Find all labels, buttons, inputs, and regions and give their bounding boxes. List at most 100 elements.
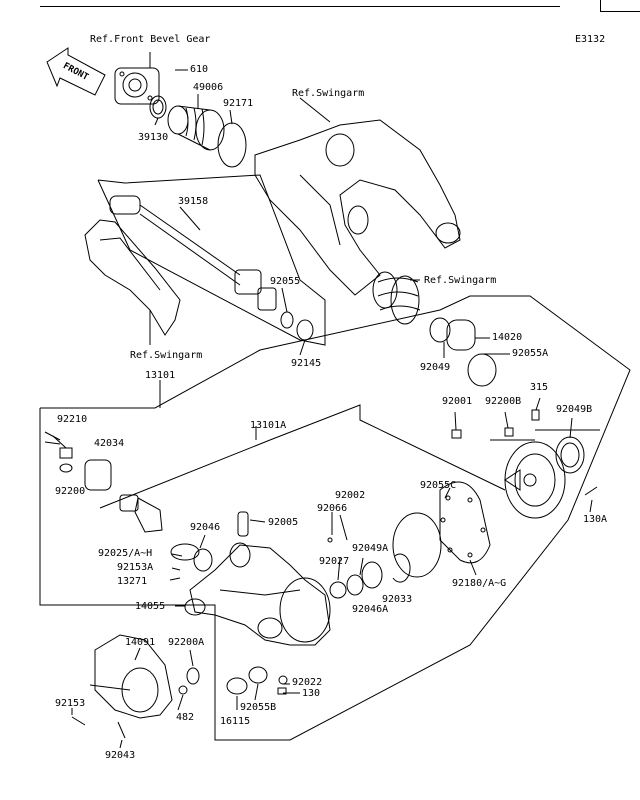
label-39130: 39130 (138, 132, 169, 143)
label-130: 130 (302, 688, 321, 699)
sleeve-14020 (446, 319, 476, 351)
ring-92049A (346, 574, 364, 596)
label-13101: 13101 (145, 370, 176, 381)
label-92171: 92171 (223, 98, 254, 109)
label-610: 610 (190, 64, 209, 75)
label-92153: 92153 (55, 698, 86, 709)
diagram-code: E3132 (575, 34, 606, 45)
header-box (600, 0, 640, 12)
final-gear-case (189, 542, 331, 646)
label-39158: 39158 (178, 196, 209, 207)
oring-92055C (392, 512, 442, 578)
oring-92046 (170, 543, 200, 561)
bolt-130A (584, 486, 598, 496)
plug-16115 (226, 677, 248, 695)
group-frame-13101 (39, 295, 631, 741)
oring-92055B (248, 666, 268, 684)
bearing-92046A (361, 561, 383, 589)
label-92066: 92066 (317, 503, 348, 514)
bolt-92001 (451, 429, 462, 439)
ring-92055 (280, 311, 294, 329)
washer-92022 (278, 675, 288, 685)
cover-14091 (89, 634, 173, 719)
front-arrow-icon (46, 47, 106, 96)
label-482: 482 (176, 712, 195, 723)
ref-swingarm-boot: Ref.Swingarm (424, 275, 497, 286)
group-frame-13101A (99, 404, 506, 509)
label-92210: 92210 (57, 414, 88, 425)
ring-gear (504, 441, 566, 519)
label-16115: 16115 (220, 716, 251, 727)
ref-swingarm-left: Ref.Swingarm (130, 350, 203, 361)
label-92180: 92180/A~G (452, 578, 507, 589)
pinion-gear (119, 494, 163, 533)
label-92049A: 92049A (352, 543, 389, 554)
washer-92200 (59, 463, 73, 473)
label-14055: 14055 (135, 601, 166, 612)
label-92046A: 92046A (352, 604, 389, 615)
plug-482 (178, 685, 188, 695)
dot-92066 (327, 537, 333, 543)
label-92055B: 92055B (240, 702, 277, 713)
pin-92005 (237, 511, 249, 537)
bolt-92153 (71, 716, 86, 726)
label-92055: 92055 (270, 276, 301, 287)
stud-92002 (339, 514, 348, 541)
label-92025: 92025/A~H (98, 548, 153, 559)
label-92022: 92022 (292, 677, 323, 688)
label-92200B: 92200B (485, 396, 522, 407)
ring-92049B (555, 436, 585, 474)
ring-39130 (149, 95, 167, 119)
cap-92027 (329, 581, 347, 599)
washer-92200A (186, 667, 200, 685)
label-49006: 49006 (193, 82, 224, 93)
bolt-92043 (117, 721, 126, 739)
oring-14055 (184, 598, 206, 616)
swingarm-top (254, 119, 461, 296)
bearing-92145 (296, 319, 314, 341)
washer-92200B (504, 427, 514, 437)
label-92049B: 92049B (556, 404, 593, 415)
label-14091: 14091 (125, 637, 156, 648)
label-92200: 92200 (55, 486, 86, 497)
swingarm-boot (372, 271, 421, 325)
label-130A: 130A (583, 514, 608, 525)
label-92200A: 92200A (168, 637, 205, 648)
label-92002: 92002 (335, 490, 366, 501)
bearing-92046 (193, 548, 213, 572)
clamp-92171 (217, 122, 247, 168)
label-92049: 92049 (420, 362, 451, 373)
oring-92055A (467, 353, 497, 387)
label-14020: 14020 (492, 332, 523, 343)
swingarm-left (84, 219, 181, 336)
ref-front-bevel-gear: Ref.Front Bevel Gear (90, 34, 211, 45)
label-92043: 92043 (105, 750, 136, 761)
bolt-315 (531, 409, 540, 421)
label-92005: 92005 (268, 517, 299, 528)
ring-92049 (429, 317, 451, 343)
boot-49006 (167, 105, 225, 151)
header-rule (40, 6, 560, 7)
label-315: 315 (530, 382, 549, 393)
nut-92210 (59, 447, 73, 459)
bolt-130 (277, 687, 287, 695)
label-92033: 92033 (382, 594, 413, 605)
label-92153A: 92153A (117, 562, 154, 573)
label-92001: 92001 (442, 396, 473, 407)
label-92055A: 92055A (512, 348, 549, 359)
label-92027: 92027 (319, 556, 350, 567)
sleeve-42034 (84, 459, 112, 491)
label-42034: 42034 (94, 438, 125, 449)
label-92046: 92046 (190, 522, 221, 533)
cover-92180 (439, 481, 491, 564)
label-92055C: 92055C (420, 480, 457, 491)
shaft-frame (97, 174, 326, 346)
label-92145: 92145 (291, 358, 322, 369)
label-13271: 13271 (117, 576, 148, 587)
drive-shaft-39158 (109, 195, 277, 311)
front-bevel-gear-housing (114, 67, 160, 105)
ref-swingarm-top: Ref.Swingarm (292, 88, 365, 99)
label-13101A: 13101A (250, 420, 287, 431)
circlip-92033 (392, 553, 411, 583)
